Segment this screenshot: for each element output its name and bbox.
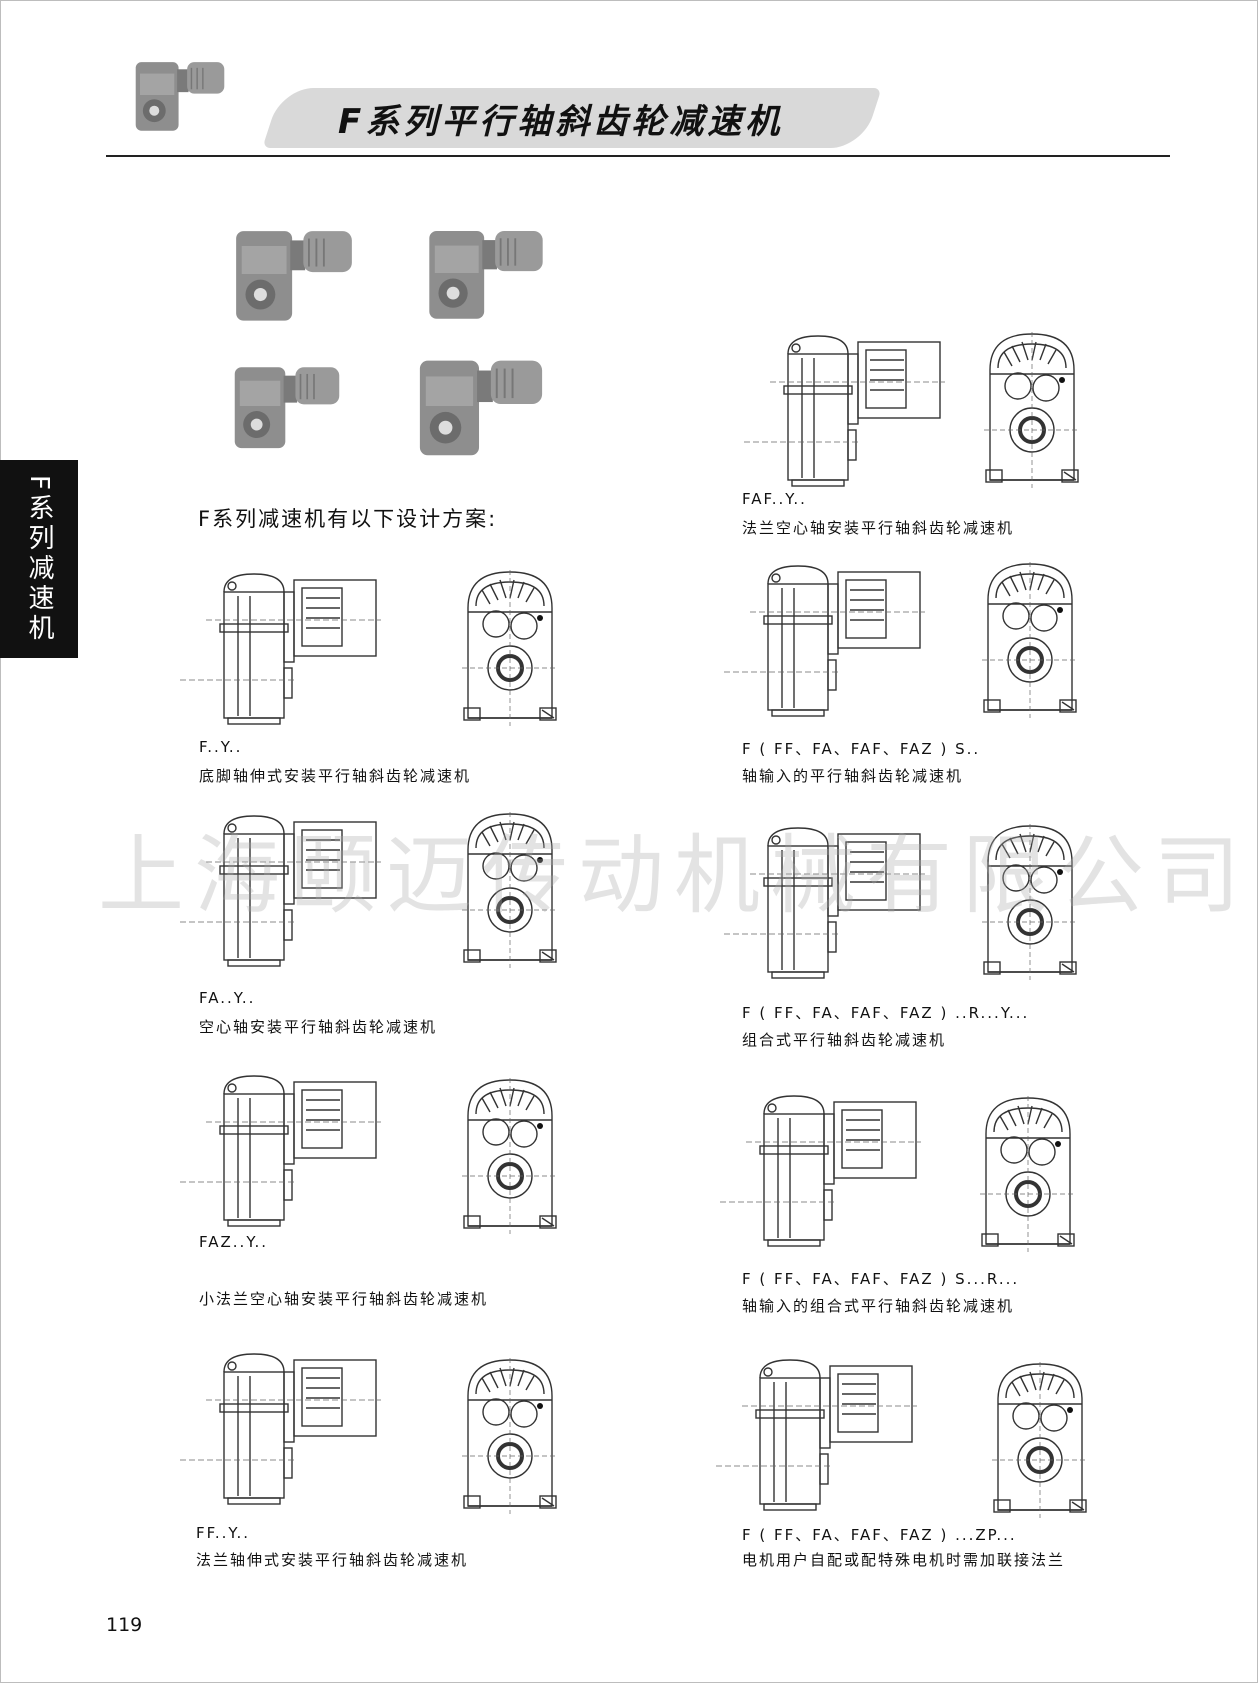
design-code: F ( FF、FA、FAF、FAZ ) ..R...Y... <box>742 1004 1030 1022</box>
page-title: F系列平行轴斜齿轮减速机 <box>338 102 784 142</box>
design-description: 空心轴安装平行轴斜齿轮减速机 <box>199 1018 438 1036</box>
product-photo-hollow-shaft <box>428 230 544 320</box>
design-code: F ( FF、FA、FAF、FAZ ) ...ZP... <box>742 1526 1017 1544</box>
drawing-front-view <box>460 1356 560 1516</box>
design-code: F..Y.. <box>199 738 243 756</box>
design-description: 小法兰空心轴安装平行轴斜齿轮减速机 <box>199 1290 489 1308</box>
drawing-side-view <box>179 573 382 725</box>
drawing-side-view <box>743 335 946 487</box>
page-number: 119 <box>106 1614 143 1636</box>
drawing-front-view <box>460 1076 560 1236</box>
design-code: F ( FF、FA、FAF、FAZ ) S...R... <box>742 1270 1020 1288</box>
design-description: 法兰空心轴安装平行轴斜齿轮减速机 <box>742 519 1015 537</box>
design-code: FF..Y.. <box>196 1524 251 1542</box>
drawing-front-view <box>990 1360 1090 1520</box>
product-photo-foot-mounted <box>235 230 353 322</box>
drawing-front-view <box>460 568 560 728</box>
drawing-side-view <box>715 1359 918 1511</box>
drawing-side-view <box>179 1075 382 1227</box>
design-code: FAF..Y.. <box>742 490 807 508</box>
design-description: 电机用户自配或配特殊电机时需加联接法兰 <box>742 1551 1066 1569</box>
header-rule <box>106 155 1170 157</box>
design-description: 底脚轴伸式安装平行轴斜齿轮减速机 <box>199 767 472 785</box>
side-tab: F系列减速机 <box>0 460 78 658</box>
product-photo-flange-mounted <box>418 359 544 457</box>
drawing-side-view <box>179 1353 382 1505</box>
design-description: 法兰轴伸式安装平行轴斜齿轮减速机 <box>196 1551 469 1569</box>
watermark: 上海颐迈传动机械有限公司 <box>98 826 1250 926</box>
design-code: FAZ..Y.. <box>199 1233 268 1251</box>
design-code: FA..Y.. <box>199 989 256 1007</box>
design-code: F ( FF、FA、FAF、FAZ ) S.. <box>742 740 981 758</box>
drawing-side-view <box>723 565 926 717</box>
drawing-front-view <box>978 1094 1078 1254</box>
design-description: 组合式平行轴斜齿轮减速机 <box>742 1031 947 1049</box>
intro-text: F系列减速机有以下设计方案: <box>198 507 498 531</box>
design-description: 轴输入的平行轴斜齿轮减速机 <box>742 767 964 785</box>
drawing-front-view <box>982 330 1082 490</box>
drawing-front-view <box>980 560 1080 720</box>
design-description: 轴输入的组合式平行轴斜齿轮减速机 <box>742 1297 1015 1315</box>
product-photo-solid-shaft <box>233 366 341 450</box>
drawing-side-view <box>719 1095 922 1247</box>
header-gear-motor-image <box>134 61 226 132</box>
